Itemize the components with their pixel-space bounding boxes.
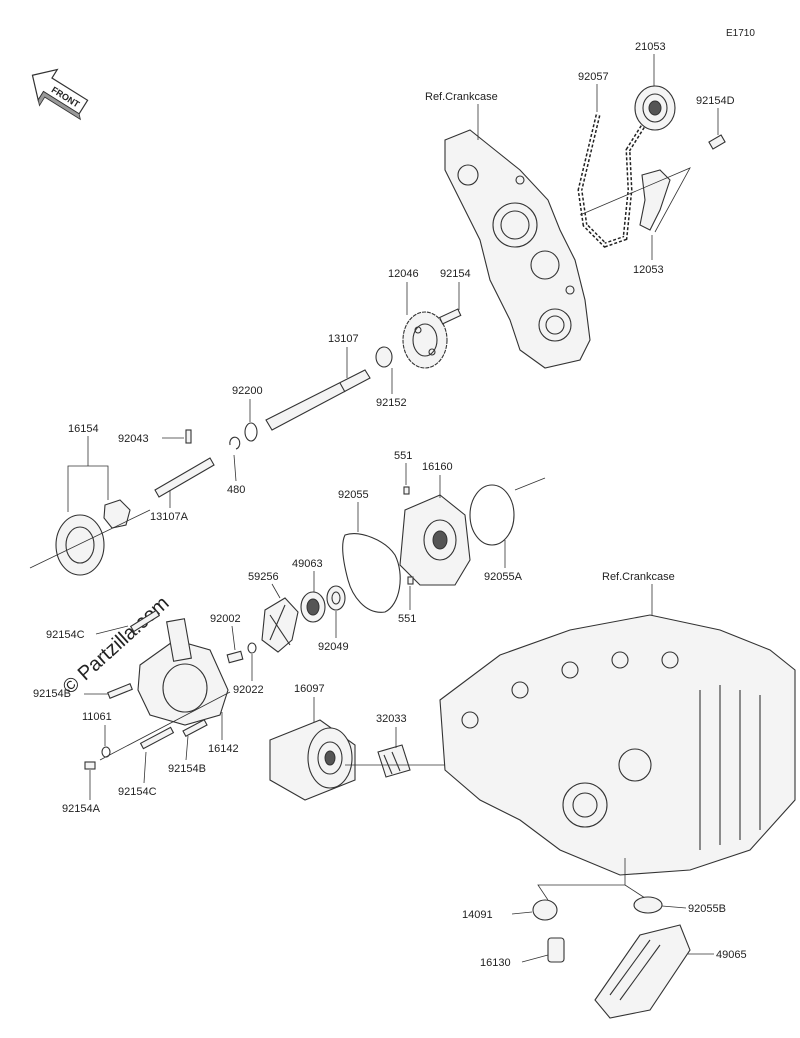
bolt-92154C-top	[129, 609, 161, 633]
bolt-92002	[226, 650, 244, 664]
ref-crankcase-lower: Ref.Crankcase	[602, 571, 675, 583]
part-21053: 21053	[635, 41, 666, 53]
front-arrow-icon: FRONT	[31, 68, 89, 121]
part-92152: 92152	[376, 397, 407, 409]
diagram-code: E1710	[726, 28, 755, 39]
part-49063: 49063	[292, 558, 323, 570]
part-92043: 92043	[118, 433, 149, 445]
bolt-92154A	[84, 761, 96, 770]
bolt-92154B	[182, 718, 208, 738]
pump-cover-16160	[399, 494, 471, 586]
part-551-top: 551	[394, 450, 412, 462]
part-92154B: 92154B	[168, 763, 206, 775]
part-92055: 92055	[338, 489, 369, 501]
part-551-bottom: 551	[398, 613, 416, 625]
part-92022: 92022	[233, 684, 264, 696]
part-92154C-top: 92154C	[46, 629, 85, 641]
bolt-92154B-left	[107, 683, 133, 699]
dowel-551-bottom	[407, 576, 414, 585]
collar-92152	[375, 346, 393, 368]
part-92057: 92057	[578, 71, 609, 83]
bolt-92154C	[139, 726, 175, 750]
part-16130: 16130	[480, 957, 511, 969]
cam-chain	[577, 113, 653, 248]
part-49065: 49065	[716, 949, 747, 961]
part-92200: 92200	[232, 385, 263, 397]
chain-guide-12053	[639, 169, 671, 231]
part-59256: 59256	[248, 571, 279, 583]
part-32033: 32033	[376, 713, 407, 725]
water-pump-body-16142	[137, 618, 229, 726]
crankcase-lower	[439, 614, 796, 876]
sprocket-21053	[634, 85, 676, 131]
part-13107A: 13107A	[150, 511, 189, 523]
part-92154B-left: 92154B	[33, 688, 71, 700]
ref-crankcase-upper: Ref.Crankcase	[425, 91, 498, 103]
oil-pump-rotor-16154	[55, 499, 131, 576]
part-92154C: 92154C	[118, 786, 157, 798]
washer-92022	[247, 642, 257, 654]
oil-pan-strainer-49065	[594, 924, 691, 1019]
part-480: 480	[227, 484, 245, 496]
impeller-59256	[261, 597, 299, 653]
bolt-92154	[438, 308, 462, 325]
part-16160: 16160	[422, 461, 453, 473]
part-92154D: 92154D	[696, 95, 735, 107]
part-92055A: 92055A	[484, 571, 523, 583]
crankcase-cover-plate	[444, 129, 591, 369]
oil-seal-92049	[326, 585, 346, 611]
part-14091: 14091	[462, 909, 493, 921]
part-92154A: 92154A	[62, 803, 101, 815]
gasket-92055	[342, 533, 401, 613]
part-12046: 12046	[388, 268, 419, 280]
shaft-13107A	[154, 457, 215, 498]
part-13107: 13107	[328, 333, 359, 345]
mechanical-seal-49063	[300, 591, 326, 623]
o-ring-92055B	[633, 896, 663, 914]
part-11061: 11061	[82, 711, 112, 723]
sensor-16130	[547, 937, 565, 963]
oil-filter-16097	[269, 719, 356, 801]
part-16154: 16154	[68, 423, 99, 435]
bolt-92154D	[708, 134, 726, 150]
part-12053: 12053	[633, 264, 664, 276]
shaft-13107	[265, 369, 371, 431]
sprocket-12046	[402, 311, 448, 369]
cap-14091	[532, 899, 558, 921]
circlip-480	[229, 436, 241, 450]
part-16142: 16142	[208, 743, 239, 755]
part-92154: 92154	[440, 268, 471, 280]
o-ring-92055A	[469, 484, 515, 546]
part-16097: 16097	[294, 683, 325, 695]
part-92055B: 92055B	[688, 903, 726, 915]
fitting-32033	[377, 744, 411, 778]
part-92002: 92002	[210, 613, 241, 625]
washer-92200	[244, 422, 258, 442]
dowel-551-top	[403, 486, 410, 495]
part-92049: 92049	[318, 641, 349, 653]
pin-92043	[185, 429, 192, 444]
